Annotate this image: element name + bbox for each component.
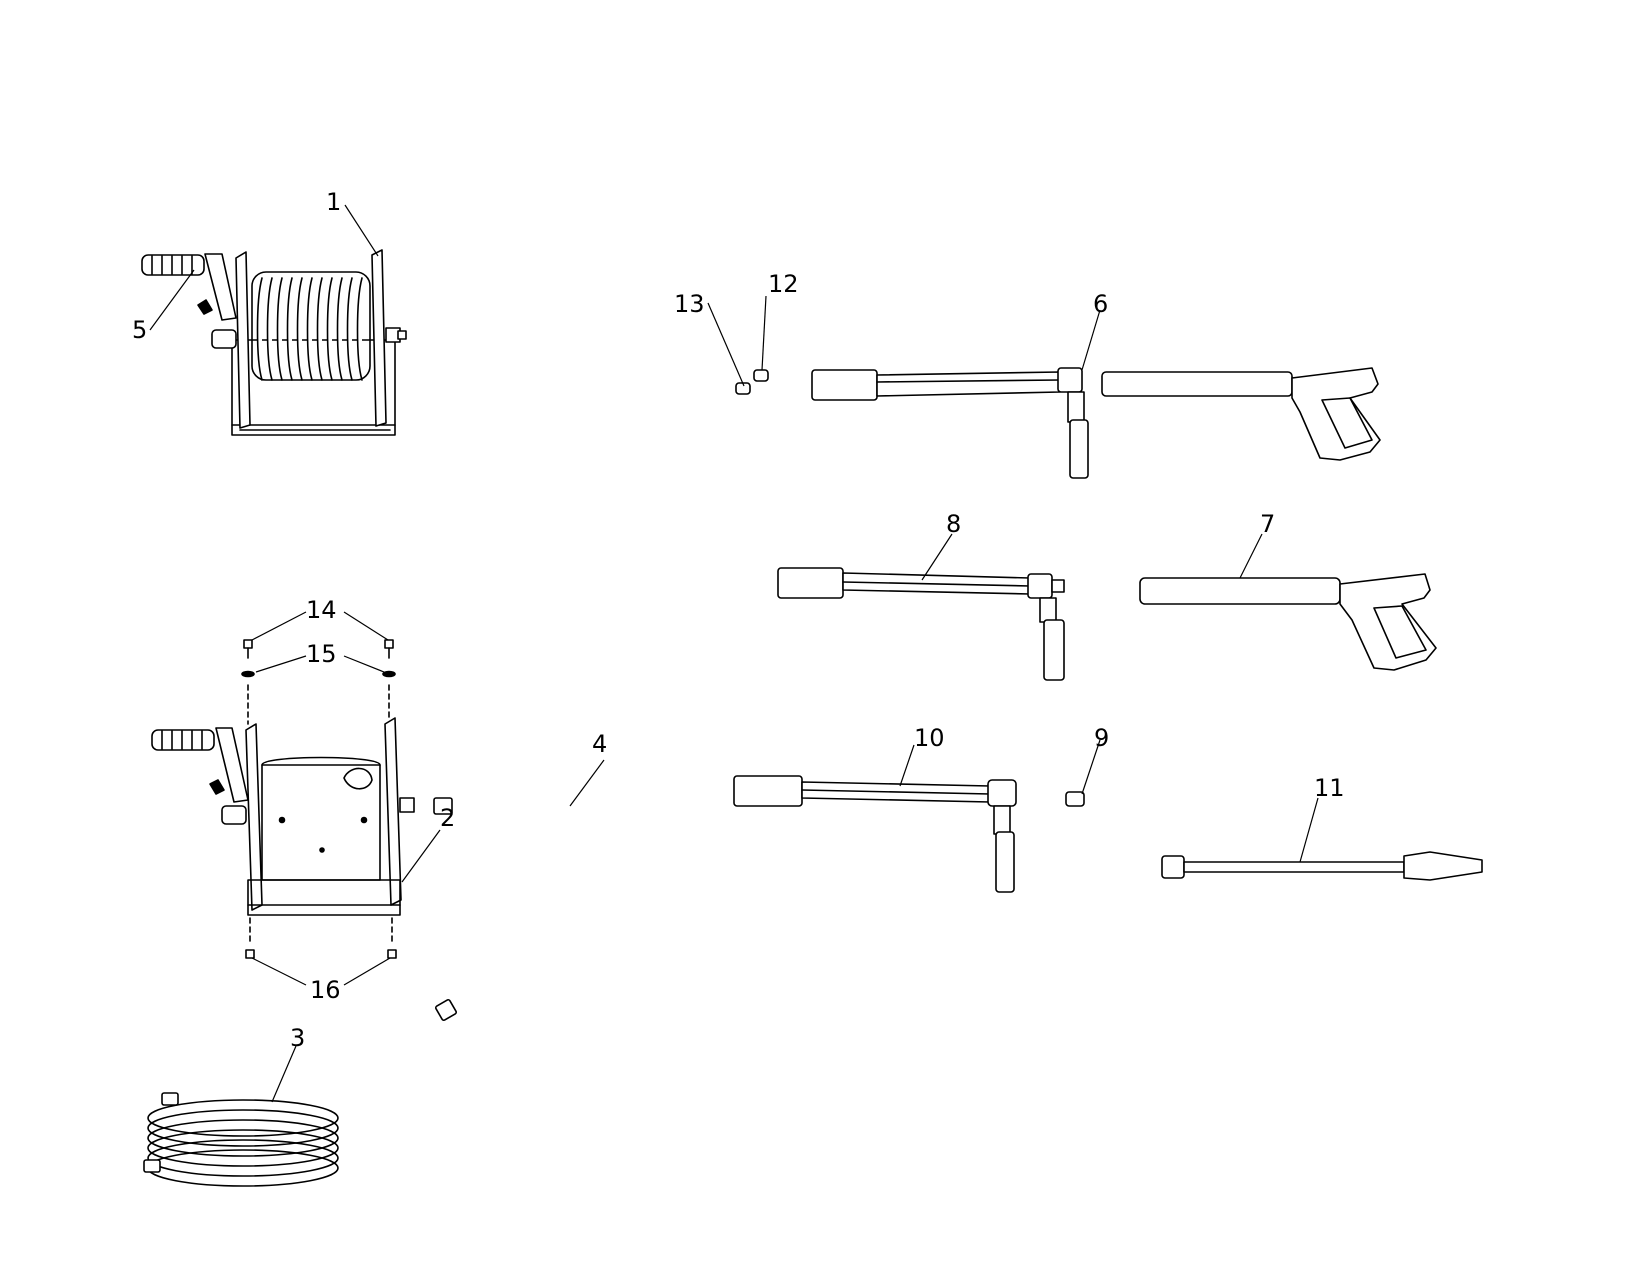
callout-14: 14 <box>306 596 337 624</box>
hose-reel-assembled <box>141 249 407 436</box>
nozzle <box>1065 791 1085 807</box>
callout-10: 10 <box>914 724 945 752</box>
short-lance <box>733 775 1017 893</box>
callout-labels: 1 5 13 12 6 8 7 14 15 10 9 4 11 2 16 3 <box>132 188 1345 1052</box>
small-fittings <box>735 369 769 395</box>
lance-with-handle <box>777 567 1065 681</box>
connecting-hose <box>433 797 678 1030</box>
callout-8: 8 <box>946 510 961 538</box>
callout-16: 16 <box>310 976 341 1004</box>
callout-11: 11 <box>1314 774 1345 802</box>
callout-2: 2 <box>440 804 455 832</box>
callout-4: 4 <box>592 730 607 758</box>
leader-lines <box>149 204 1319 1103</box>
callout-15: 15 <box>306 640 337 668</box>
callout-5: 5 <box>132 316 147 344</box>
frame-hardware <box>241 639 397 959</box>
callout-9: 9 <box>1094 724 1109 752</box>
callout-13: 13 <box>674 290 705 318</box>
spray-gun-assembled <box>811 367 1381 479</box>
callout-12: 12 <box>768 270 799 298</box>
gun-with-extension <box>1139 573 1437 671</box>
wand-extension <box>1161 851 1483 881</box>
reel-frame <box>151 717 415 916</box>
coiled-hose <box>143 1092 339 1187</box>
callout-1: 1 <box>326 188 341 216</box>
callout-7: 7 <box>1260 510 1275 538</box>
callout-3: 3 <box>290 1024 305 1052</box>
callout-6: 6 <box>1093 290 1108 318</box>
